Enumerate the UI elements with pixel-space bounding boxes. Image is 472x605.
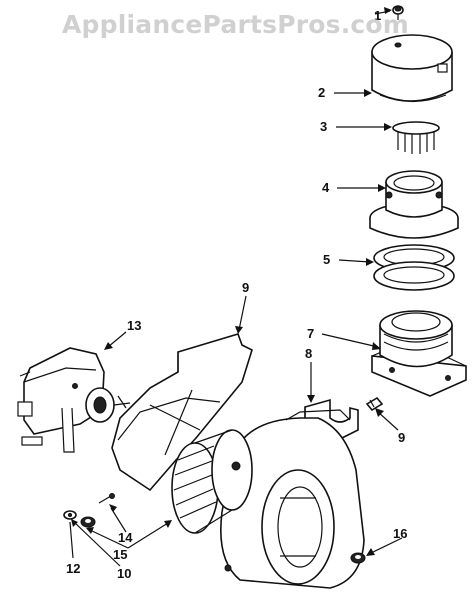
blower-housing	[220, 409, 365, 589]
part-3-pronged-ring	[392, 121, 440, 154]
part-12-nut	[80, 516, 96, 528]
blower-wheel	[171, 429, 253, 534]
callout-4: 4	[322, 180, 330, 195]
callout-15: 14	[118, 530, 133, 545]
callout-13: 12	[66, 561, 80, 576]
callout-14: 13	[127, 318, 141, 333]
callout-labels: 1 2 3 4 5 7 8 9 10 12 13 14 15 16 8	[66, 8, 407, 581]
part-5-gasket	[373, 244, 455, 291]
callout-9-visible: 9	[242, 280, 249, 295]
part-17-nut	[350, 552, 366, 564]
callout-16: 15	[113, 547, 127, 562]
callout-3: 3	[320, 119, 327, 134]
callout-5: 5	[323, 252, 330, 267]
part-15-screw	[98, 493, 115, 504]
callout-1: 1	[374, 8, 381, 23]
part-7-base-collar	[371, 310, 467, 397]
callout-12: 10	[117, 566, 131, 581]
watermark: AppliancePartsPros.com	[62, 10, 410, 39]
part-1-screw	[392, 5, 404, 20]
part-10-bracket	[365, 396, 384, 412]
part-13-washer	[63, 510, 77, 520]
part-9-mounting-plate	[111, 333, 253, 492]
leader-lines	[69, 7, 403, 567]
part-2-cap	[371, 34, 453, 103]
callout-2: 2	[318, 85, 325, 100]
callout-8: 8	[305, 346, 312, 361]
part-14-motor	[17, 347, 131, 453]
callout-7: 7	[307, 326, 314, 341]
callout-17: 16	[393, 526, 407, 541]
callout-10: 9	[398, 430, 405, 445]
part-4-burner-ring	[369, 170, 459, 239]
